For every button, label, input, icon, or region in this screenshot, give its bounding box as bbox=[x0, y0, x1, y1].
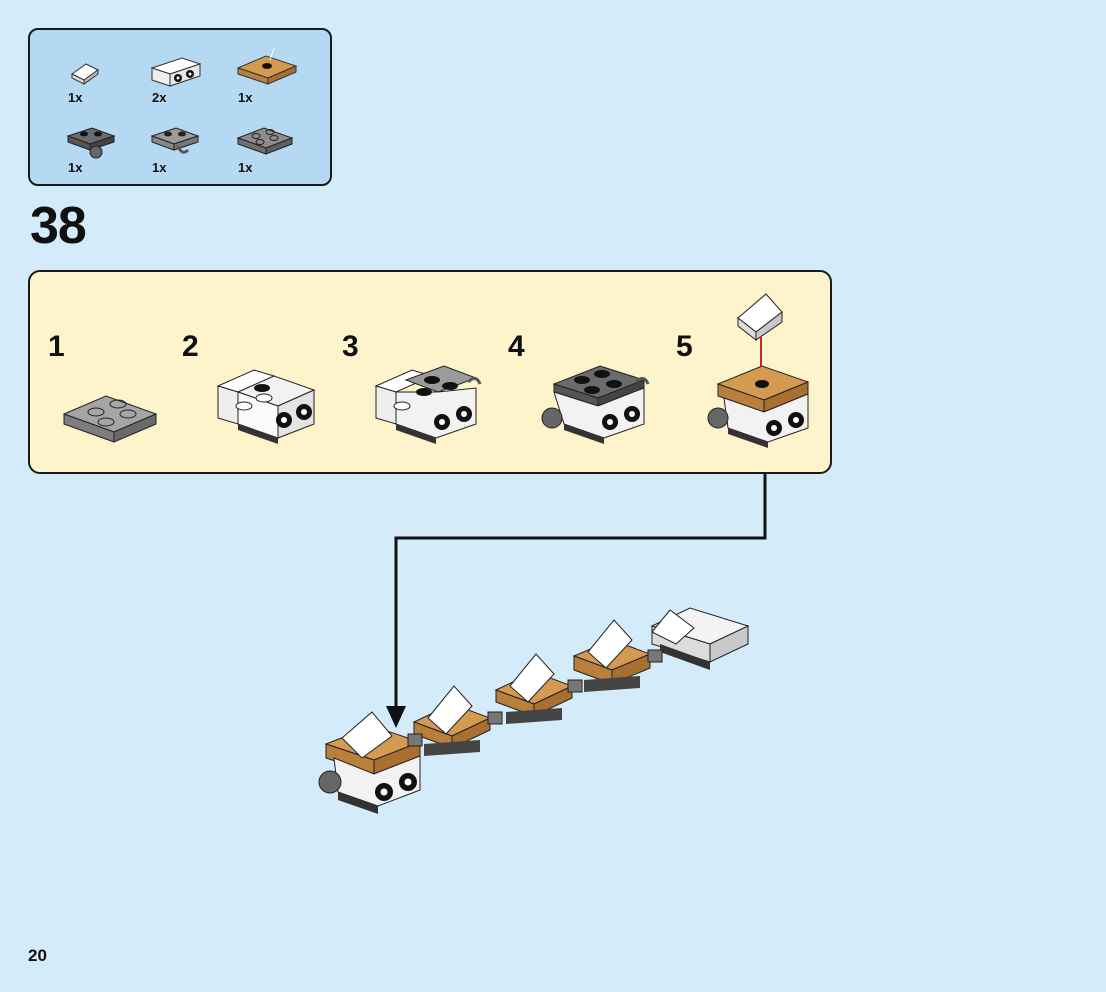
part-qty: 1x bbox=[68, 90, 83, 105]
sub-step-number: 1 bbox=[48, 330, 65, 363]
orange-tile-with-stud-icon bbox=[236, 47, 298, 85]
part-item: 1x bbox=[64, 52, 144, 122]
body-segment bbox=[494, 653, 583, 724]
grey-plate-with-clip-icon bbox=[150, 127, 200, 154]
white-brackets-illustration bbox=[216, 369, 316, 444]
connector-arrowhead bbox=[386, 706, 406, 728]
part-item: 1x bbox=[148, 122, 228, 192]
part-qty: 1x bbox=[238, 160, 253, 175]
parts-list-callout: 1x 2x 1x 1x bbox=[28, 28, 332, 186]
part-qty: 2x bbox=[152, 90, 167, 105]
sub-step-number: 5 bbox=[676, 330, 693, 363]
grey-plate-illustration bbox=[62, 395, 158, 443]
sub-assembly-panel: 1 2 3 4 5 bbox=[28, 270, 832, 474]
part-item: 1x bbox=[64, 122, 144, 192]
assembly-step-4-illustration bbox=[541, 365, 650, 444]
sub-step-number: 2 bbox=[182, 330, 199, 363]
sub-step-number: 3 bbox=[342, 330, 359, 363]
connector-arrow-line bbox=[394, 474, 767, 712]
step-number: 38 bbox=[30, 197, 87, 255]
part-item: 1x bbox=[234, 122, 314, 192]
grey-plate-2x2-icon bbox=[236, 127, 294, 155]
part-qty: 1x bbox=[68, 160, 83, 175]
page-number: 20 bbox=[28, 946, 47, 965]
dark-plate-with-ball-icon bbox=[66, 127, 116, 159]
head-segment bbox=[318, 711, 423, 814]
part-item: 2x bbox=[148, 52, 228, 122]
part-item: 1x bbox=[234, 44, 314, 114]
white-slope-brick-icon bbox=[71, 63, 99, 85]
sub-step-number: 4 bbox=[508, 330, 525, 363]
white-bracket-brick-icon bbox=[150, 57, 202, 87]
tail-segment bbox=[650, 607, 750, 670]
assembly-step-5-illustration bbox=[707, 293, 810, 448]
body-segment bbox=[412, 685, 503, 756]
part-qty: 1x bbox=[152, 160, 167, 175]
assembly-step-3-illustration bbox=[374, 365, 482, 444]
part-qty: 1x bbox=[238, 90, 253, 105]
body-segment bbox=[572, 619, 663, 692]
